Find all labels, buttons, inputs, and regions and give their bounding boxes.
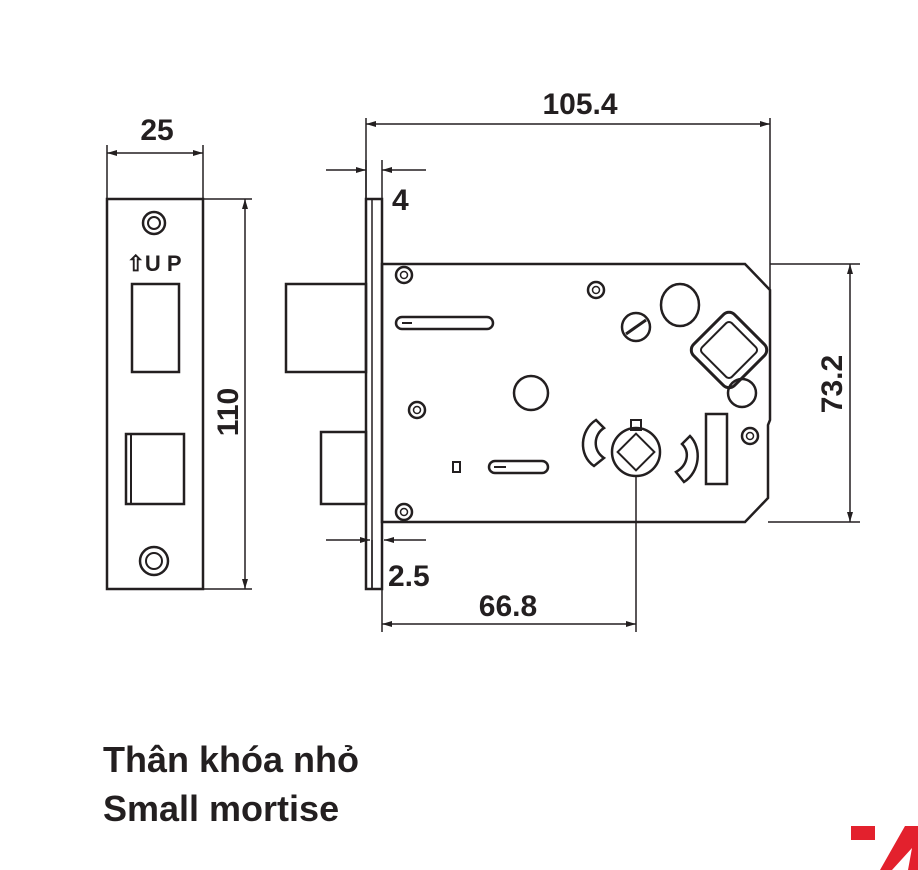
round-hole — [512, 374, 550, 412]
dim-label-105-4: 105.4 — [542, 88, 617, 121]
lock-body-view — [284, 197, 772, 591]
slot-long — [394, 315, 495, 331]
caption-english: Small mortise — [103, 788, 340, 829]
front-plate-side — [364, 197, 384, 591]
dim-label-66-8: 66.8 — [479, 590, 537, 623]
dim-faceplate-width — [106, 145, 204, 199]
dead-bolt — [319, 430, 368, 506]
lock-case-outline — [380, 262, 772, 524]
round-hole-large — [659, 282, 701, 328]
faceplate-latch-slot — [130, 282, 181, 374]
small-square — [452, 461, 461, 473]
dim-label-73-2: 73.2 — [816, 355, 849, 413]
faceplate-view — [105, 197, 205, 591]
dim-label-4: 4 — [392, 184, 409, 217]
crescent-left — [581, 418, 607, 468]
case-screw — [740, 426, 760, 446]
latch-bolt — [284, 282, 368, 374]
cylinder-cam — [610, 426, 662, 478]
case-screw — [586, 280, 606, 300]
slotted-screw — [620, 311, 652, 343]
faceplate-bolt-slot — [124, 432, 186, 506]
block-rect — [704, 412, 729, 486]
dim-label-110: 110 — [212, 388, 245, 436]
case-screw — [394, 265, 414, 285]
case-screw — [407, 400, 427, 420]
caption-vietnamese: Thân khóa nhỏ — [103, 739, 359, 780]
faceplate-up-label: ⇧U P — [126, 251, 181, 276]
round-hole-small — [726, 377, 758, 409]
dim-label-2-5: 2.5 — [388, 560, 430, 593]
brand-logo-icon — [851, 826, 918, 870]
dim-plate-thickness — [326, 160, 426, 199]
faceplate-outline — [105, 197, 205, 591]
dim-offset — [326, 522, 426, 632]
follower-hub — [689, 310, 769, 390]
case-screw — [394, 502, 414, 522]
dim-backset — [382, 476, 637, 632]
crescent-right — [674, 434, 699, 484]
faceplate-bottom-screw-hole — [138, 545, 170, 577]
dim-body-height — [768, 263, 860, 523]
slot-short — [487, 459, 550, 475]
dim-label-25: 25 — [140, 114, 173, 147]
faceplate-top-screw-hole — [141, 210, 167, 236]
dim-faceplate-height — [203, 198, 252, 590]
